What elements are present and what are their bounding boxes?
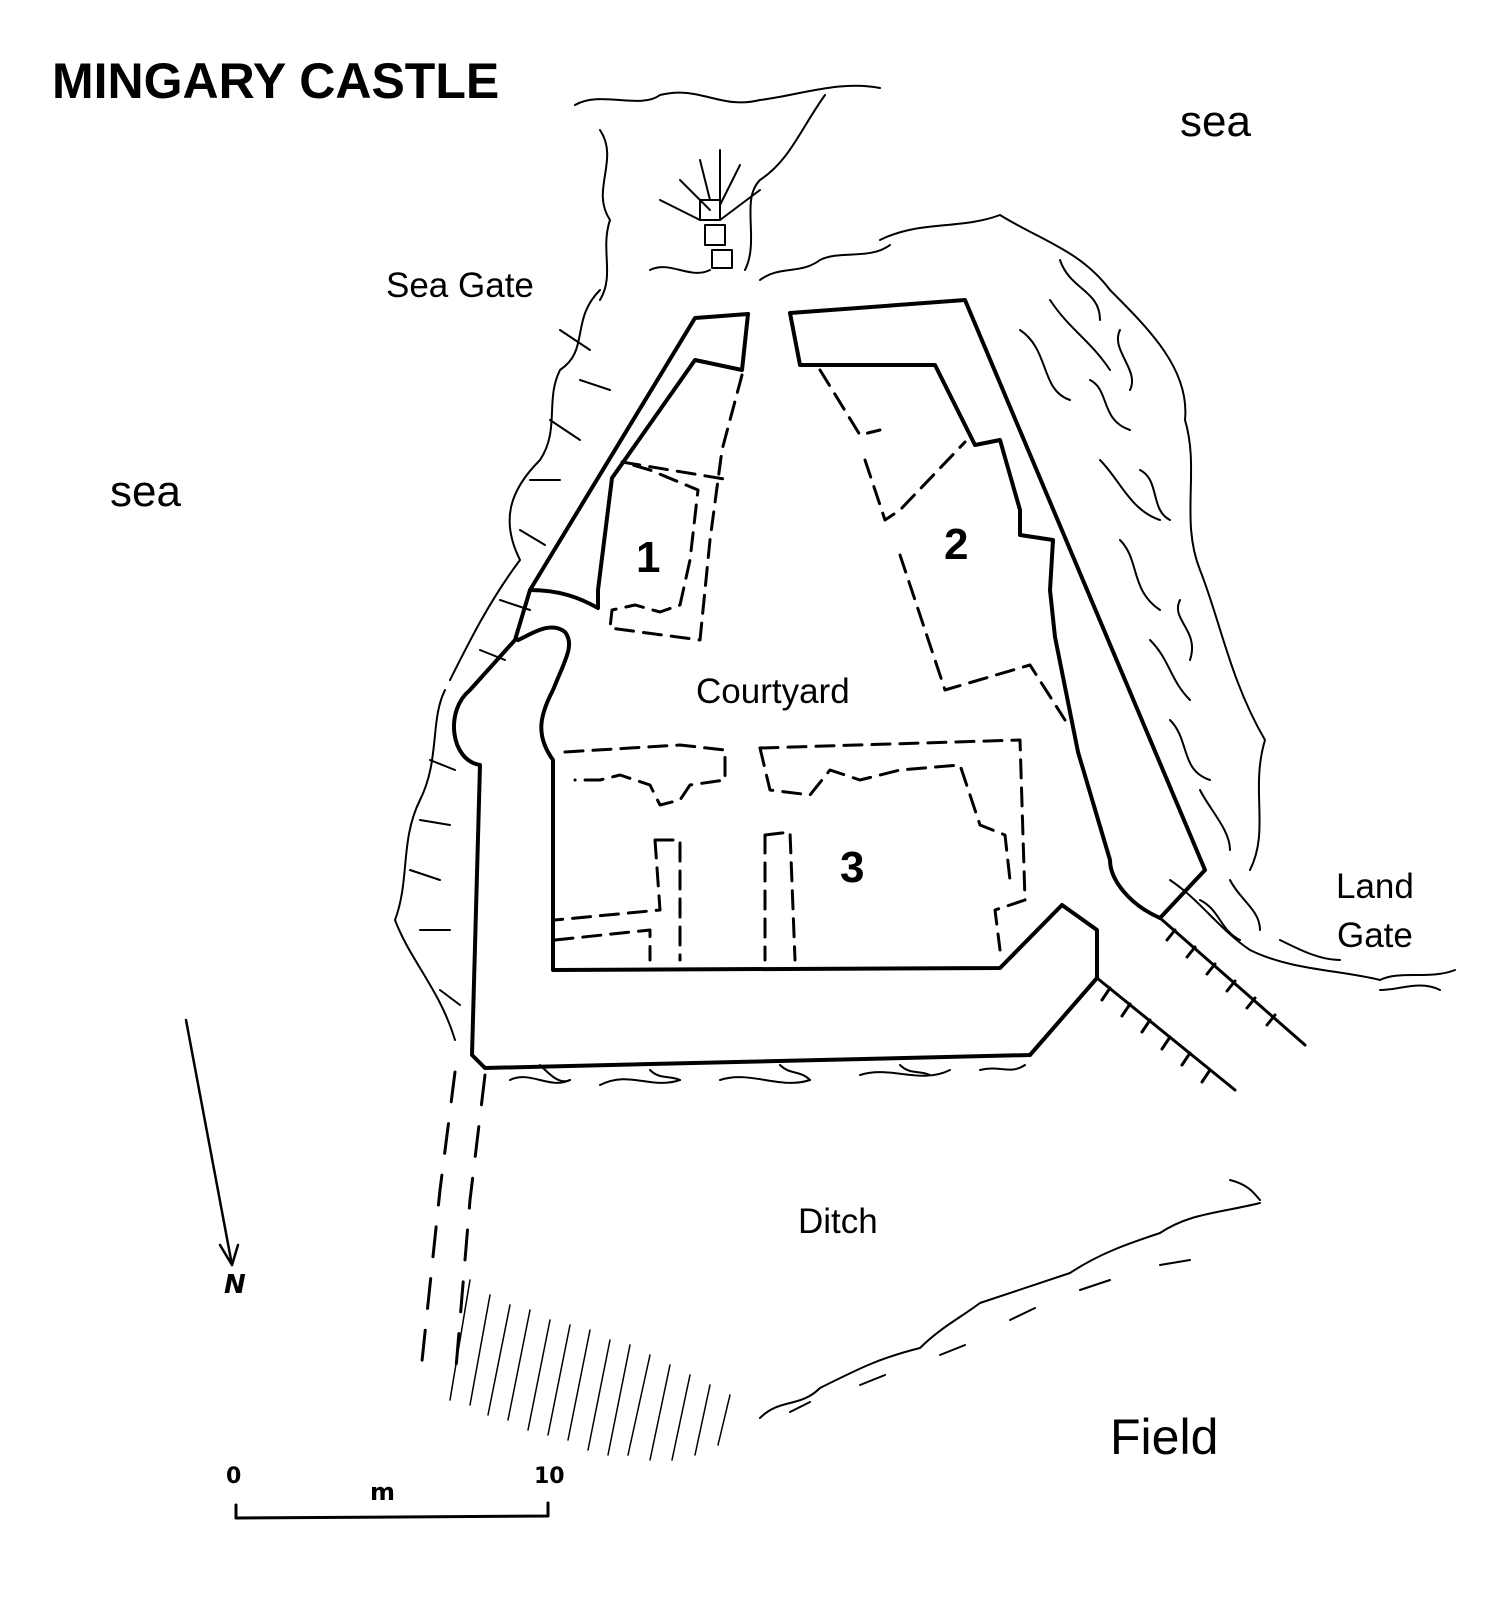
rock-terrain bbox=[394, 84, 1456, 1086]
ditch-edges bbox=[418, 1070, 487, 1382]
label-sea-gate: Sea Gate bbox=[386, 266, 534, 305]
label-room-2: 2 bbox=[944, 520, 969, 569]
label-room-3: 3 bbox=[840, 843, 865, 892]
north-arrow-icon bbox=[184, 1018, 240, 1267]
label-room-1: 1 bbox=[636, 533, 661, 582]
field-edge bbox=[759, 1179, 1261, 1419]
label-courtyard: Courtyard bbox=[696, 672, 850, 711]
ditch-slope-hatching bbox=[449, 1279, 731, 1461]
map-title: MINGARY CASTLE bbox=[52, 53, 500, 109]
curtain-wall-east bbox=[788, 298, 1207, 920]
label-land-gate-line2: Gate bbox=[1336, 916, 1413, 955]
label-land-gate: Land Gate bbox=[1336, 862, 1414, 960]
label-land-gate-line1: Land bbox=[1336, 867, 1414, 906]
label-sea-north: sea bbox=[1180, 97, 1251, 146]
scale-start-label: 0 bbox=[226, 1464, 242, 1489]
label-sea-west: sea bbox=[110, 467, 181, 516]
scale-bar bbox=[234, 1501, 550, 1520]
land-gate-passage bbox=[1095, 916, 1307, 1092]
label-ditch: Ditch bbox=[798, 1202, 878, 1241]
label-field: Field bbox=[1110, 1409, 1219, 1465]
curtain-wall-west bbox=[452, 312, 1099, 1070]
north-label: N bbox=[224, 1270, 246, 1300]
scale-unit-label: m bbox=[370, 1478, 396, 1506]
scale-end-label: 10 bbox=[534, 1464, 565, 1489]
room-outlines bbox=[553, 368, 1067, 962]
